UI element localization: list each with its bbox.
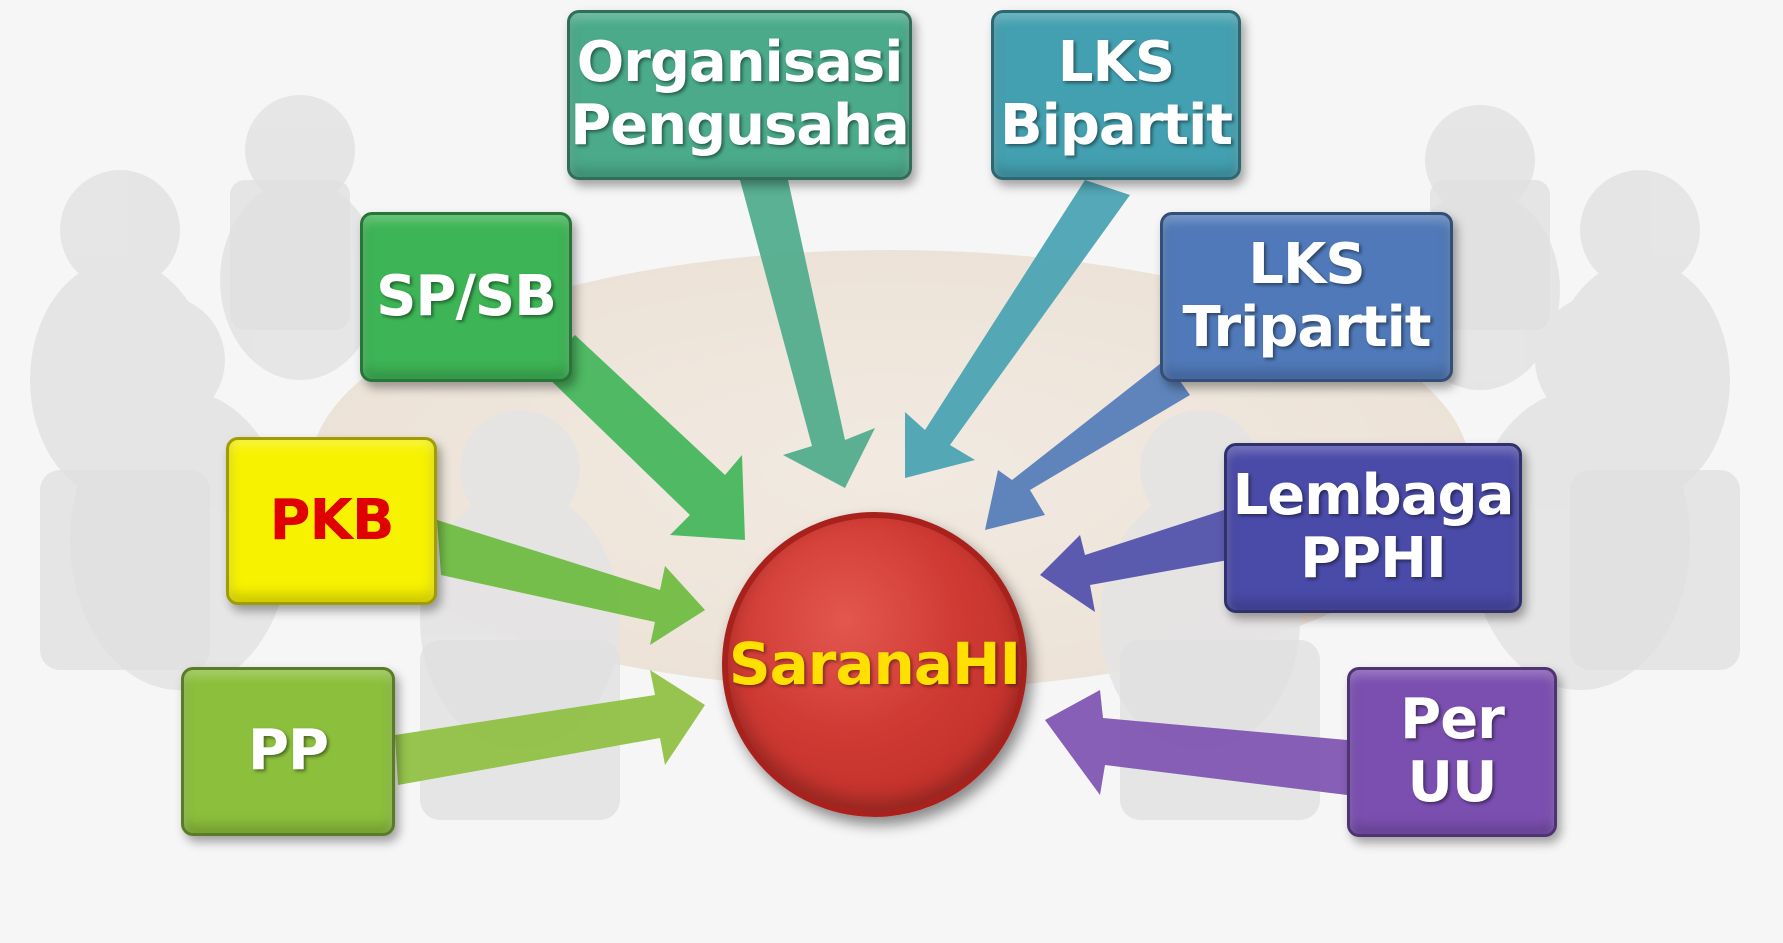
spsb-box: SP/SB	[360, 212, 572, 382]
per-uu-box: Per UU	[1347, 667, 1557, 837]
organisasi-line2: Pengusaha	[570, 93, 910, 158]
arrow-lembaga	[1040, 510, 1228, 612]
arrow-peruu	[1045, 690, 1347, 795]
arrow-bipartit	[905, 180, 1130, 478]
center-line2: HI	[951, 630, 1021, 699]
arrow-pp	[395, 670, 705, 785]
pkb-label: PKB	[269, 487, 394, 553]
organisasi-line1: Organisasi	[576, 30, 904, 96]
arrow-organisasi	[740, 180, 875, 488]
lembaga-line2: PPHI	[1300, 526, 1447, 591]
bipartit-line1: LKS	[1057, 30, 1175, 96]
bipartit-line2: Bipartit	[999, 93, 1233, 158]
center-line1: Sarana	[728, 630, 953, 699]
tripartit-line2: Tripartit	[1182, 295, 1431, 360]
spsb-label: SP/SB	[376, 263, 557, 329]
pkb-box: PKB	[226, 437, 437, 605]
sarana-hi-center-circle: SaranaHI	[722, 512, 1027, 817]
tripartit-line1: LKS	[1248, 232, 1365, 298]
arrow-tripartit	[985, 360, 1190, 530]
pp-label: PP	[247, 718, 329, 784]
arrow-pkb	[437, 520, 705, 645]
arrow-spsb	[540, 335, 745, 540]
pp-box: PP	[181, 667, 395, 836]
lembaga-line1: Lembaga	[1232, 463, 1515, 529]
peruu-label: Per UU	[1400, 687, 1505, 815]
